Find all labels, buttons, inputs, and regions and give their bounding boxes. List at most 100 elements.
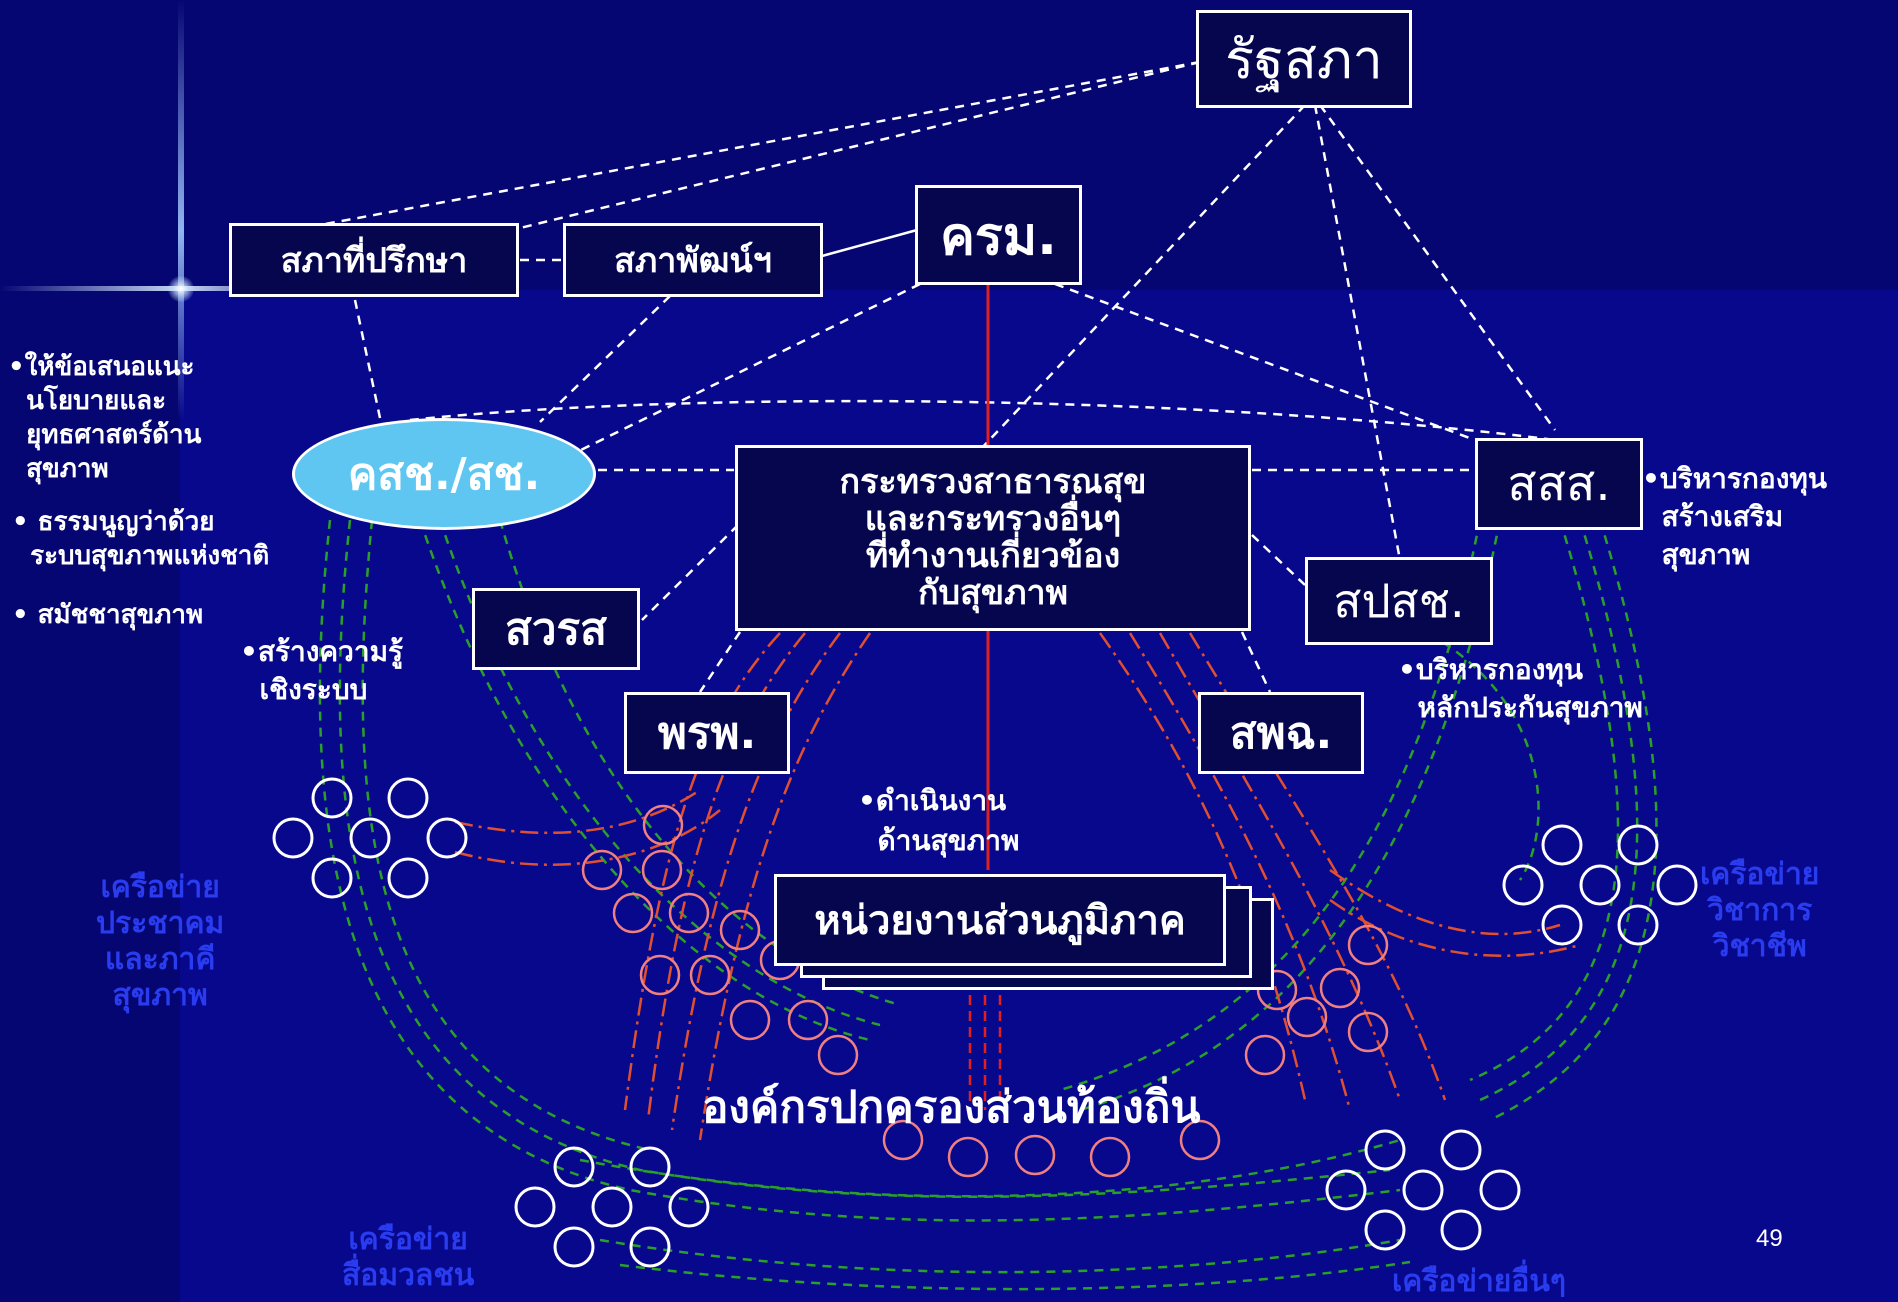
pink-circle	[689, 954, 731, 996]
pink-circle	[1014, 1134, 1056, 1176]
green-arc	[1489, 519, 1658, 1122]
green-arc	[1059, 519, 1482, 1092]
network-cluster-other	[1325, 1129, 1521, 1251]
dashdot-curve	[1098, 632, 1307, 1101]
network-label-media: เครือข่าย สื่อมวลชน	[342, 1222, 475, 1293]
pink-circle	[1089, 1136, 1131, 1178]
pink-circle	[639, 954, 681, 996]
ministry-box: กระทรวงสาธารณสุข และกระทรวงอื่นๆ ที่ทำงา…	[735, 445, 1251, 631]
hsri-label: สวรส	[504, 604, 608, 655]
network-cluster-academic	[1502, 824, 1698, 946]
hsmo-box: สพฉ.	[1198, 692, 1364, 774]
green-arc	[1339, 598, 1540, 881]
regional-label: หน่วยงานส่วนภูมิภาค	[814, 898, 1186, 944]
parliament-label: รัฐสภา	[1225, 28, 1383, 91]
link-line	[319, 60, 1201, 227]
pink-circle	[1347, 924, 1389, 966]
development-council-box: สภาพัฒน์ฯ	[563, 223, 823, 297]
link-line	[539, 295, 671, 423]
link-line	[1318, 104, 1557, 431]
link-line	[698, 631, 742, 693]
pink-circle	[1347, 1011, 1389, 1053]
local-government-label: องค์กรปกครองส่วนท้องถิ่น	[702, 1082, 1201, 1133]
nhso-box: สปสช.	[1305, 557, 1493, 645]
pink-circle	[642, 804, 684, 846]
white-dashed-links	[319, 60, 1557, 693]
development-council-label: สภาพัฒน์ฯ	[614, 241, 772, 281]
cabinet-box: ครม.	[915, 185, 1082, 285]
green-arc	[599, 1238, 1401, 1274]
green-arc	[1079, 519, 1502, 1112]
link-line	[1240, 631, 1272, 693]
lens-flare-vertical	[178, 0, 184, 420]
red-dashed-lines	[968, 995, 1002, 1110]
nhc-note-constitution: • ธรรมนูญว่าด้วย ระบบสุขภาพแห่งชาติ	[12, 507, 270, 571]
regional-box: หน่วยงานส่วนภูมิภาค	[774, 874, 1226, 966]
link-line	[641, 524, 739, 621]
thaihealth-box: สสส.	[1475, 438, 1643, 530]
link-line	[519, 60, 1201, 230]
lens-flare-center	[168, 276, 194, 302]
dashdot-curve	[1128, 632, 1352, 1111]
pink-circle	[1179, 1119, 1221, 1161]
link-line	[1313, 104, 1402, 561]
pink-circle	[729, 999, 771, 1041]
pink-circle	[668, 892, 710, 934]
hsri-note: •สร้างความรู้ เชิงระบบ	[240, 635, 404, 706]
dashdot-curve	[1329, 868, 1561, 936]
background-left-band	[0, 0, 180, 1302]
nhc-note-assembly: • สมัชชาสุขภาพ	[12, 600, 204, 630]
link-line	[1251, 534, 1306, 586]
pink-circle	[1319, 967, 1361, 1009]
network-cluster-civil	[272, 777, 468, 899]
solid-link-line	[821, 228, 918, 258]
pink-circle	[719, 909, 761, 951]
green-arc	[1469, 519, 1620, 1082]
parliament-box: รัฐสภา	[1196, 10, 1412, 108]
green-arc	[1479, 519, 1639, 1102]
nhso-label: สปสช.	[1333, 573, 1465, 628]
network-label-academic: เครือข่าย วิชาการ วิชาชีพ	[1700, 857, 1820, 964]
network-label-other: เครือข่ายอื่นๆ	[1392, 1264, 1567, 1299]
page-number: 49	[1756, 1225, 1783, 1252]
dashdot-curve	[454, 809, 721, 866]
dashdot-curve	[454, 788, 701, 835]
nhso-note: •บริหารกองทุน หลักประกันสุขภาพ	[1398, 653, 1643, 724]
thaihealth-label: สสส.	[1507, 456, 1611, 512]
network-cluster-media	[514, 1146, 710, 1268]
cabinet-label: ครม.	[940, 206, 1057, 267]
nhc-ellipse: คสช./สช.	[292, 418, 596, 530]
link-line	[1054, 282, 1476, 442]
pink-circle	[641, 849, 683, 891]
pink-circle	[947, 1136, 989, 1178]
hsmo-label: สพฉ.	[1229, 708, 1333, 759]
hsri-box: สวรส	[472, 588, 640, 670]
pink-circle	[581, 849, 623, 891]
link-line	[409, 399, 1556, 442]
dashdot-curve	[698, 632, 872, 1141]
dashdot-curve	[1158, 632, 1402, 1101]
green-arc	[619, 1260, 1411, 1291]
ha-box: พรพ.	[624, 692, 790, 774]
dashdot-curve	[646, 632, 806, 1121]
dashdot-curve	[623, 632, 781, 1111]
nhc-label: คสช./สช.	[347, 449, 541, 500]
nhc-note-policy: •ให้ข้อเสนอแนะ นโยบายและ ยุทธศาสตร์ด้าน …	[8, 352, 202, 484]
green-arc	[361, 519, 651, 1152]
ministry-label: กระทรวงสาธารณสุข และกระทรวงอื่นๆ ที่ทำงา…	[839, 462, 1147, 613]
pink-circle-group	[581, 804, 1389, 1178]
pink-circle	[1256, 969, 1298, 1011]
ministry-note: •ดำเนินงาน ด้านสุขภาพ	[858, 784, 1020, 857]
green-arc	[579, 1138, 1401, 1198]
thaihealth-note: •บริหารกองทุน สร้างเสริม สุขภาพ	[1642, 462, 1827, 571]
pink-circle	[1244, 1034, 1286, 1076]
ha-label: พรพ.	[657, 708, 757, 759]
pink-circle	[787, 999, 829, 1041]
link-line	[353, 299, 382, 419]
pink-circle	[1286, 996, 1328, 1038]
lens-flare-horizontal	[0, 286, 330, 291]
network-label-civil: เครือข่าย ประชาคม และภาคี สุขภาพ	[96, 870, 225, 1013]
green-arc	[418, 519, 871, 1042]
link-line	[539, 282, 921, 472]
